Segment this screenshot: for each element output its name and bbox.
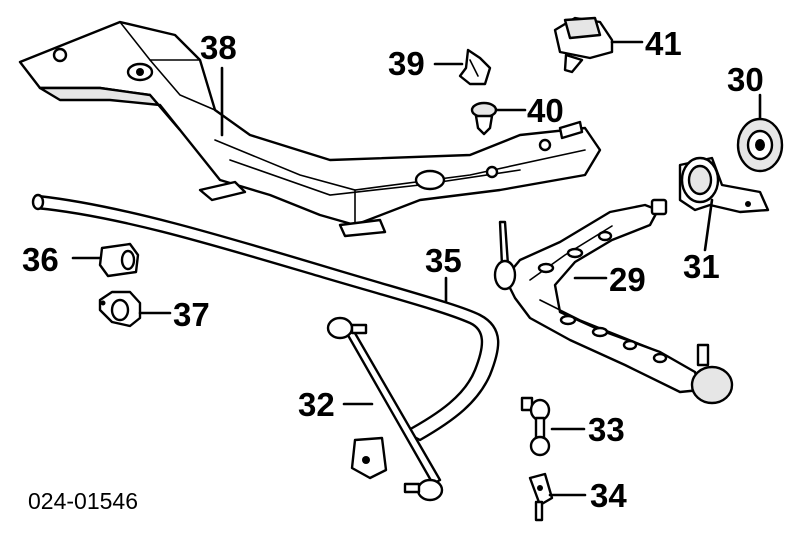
part-31-bracket-bushing: [678, 156, 770, 214]
callout-37: 37: [173, 296, 210, 333]
callout-31: 31: [683, 248, 720, 285]
part-34-bracket: [528, 472, 554, 522]
part-32-stabilizer-link: [326, 316, 444, 502]
diagram-code: 024-01546: [28, 488, 138, 514]
callout-35: 35: [425, 242, 462, 279]
callout-39: 39: [388, 45, 425, 82]
part-29-control-arm: [493, 198, 734, 405]
callout-41: 41: [645, 25, 682, 62]
part-30-bushing: [736, 117, 784, 173]
part-40-rivet: [470, 101, 498, 136]
callout-38: 38: [200, 29, 237, 66]
part-38-subframe: [18, 20, 602, 238]
leader-lines: [71, 40, 762, 497]
part-39-clip: [458, 48, 492, 86]
callout-40: 40: [527, 92, 564, 129]
callout-33: 33: [588, 411, 625, 448]
callout-34: 34: [590, 477, 627, 514]
part-33-link: [520, 396, 551, 457]
part-37-clamp: [98, 290, 142, 328]
callout-32: 32: [298, 386, 335, 423]
callout-30: 30: [727, 61, 764, 98]
part-35-stabilizer-bar: [31, 193, 500, 480]
callout-36: 36: [22, 241, 59, 278]
part-41-mount: [553, 16, 614, 74]
part-36-bushing: [98, 242, 140, 278]
callout-29: 29: [609, 261, 646, 298]
